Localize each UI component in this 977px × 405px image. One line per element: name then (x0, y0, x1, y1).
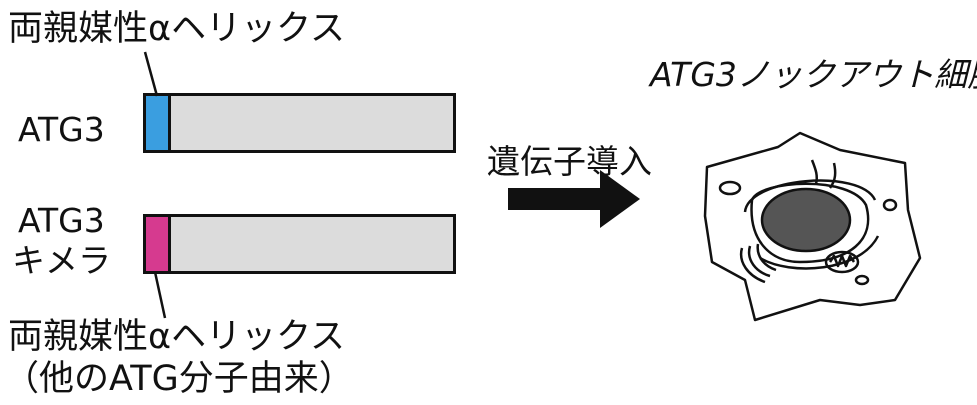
golgi-2 (747, 245, 771, 278)
mitochondrion (824, 250, 860, 274)
right-arrow-icon (508, 170, 640, 228)
golgi-1 (739, 247, 766, 284)
er-line-1 (743, 179, 877, 213)
chimera-helix-segment (146, 217, 171, 271)
chimera-label-line1: ATG3 (18, 201, 105, 240)
nucleus (760, 187, 852, 253)
atg3-label: ATG3 (18, 110, 105, 149)
nuclear-envelope (750, 182, 870, 264)
native-helix-segment (146, 96, 171, 150)
er-line-2 (759, 235, 880, 270)
atg3-protein-bar (143, 93, 456, 153)
bottom-leader-line (153, 271, 167, 319)
vesicle-3 (854, 274, 870, 286)
gene-transfer-label: 遺伝子導入 (487, 142, 652, 181)
bottom-helix-label-line1: 両親媒性αヘリックス (8, 317, 346, 357)
er-line-4 (828, 162, 837, 189)
top-leader-line (143, 51, 159, 97)
knockout-cell-label: ATG3ノックアウト細胞 (650, 55, 977, 94)
chimera-label-line2: キメラ (12, 241, 111, 280)
vesicle-2 (882, 198, 898, 212)
chimera-protein-bar (143, 214, 456, 274)
top-helix-label: 両親媒性αヘリックス (8, 9, 346, 49)
cell-icon (703, 131, 922, 322)
er-line-3 (810, 159, 819, 185)
golgi-3 (756, 243, 777, 272)
bottom-helix-label-line2: （他のATG分子由来） (4, 359, 354, 399)
vesicle-1 (718, 180, 742, 196)
mitochondrion-cristae (828, 254, 856, 268)
